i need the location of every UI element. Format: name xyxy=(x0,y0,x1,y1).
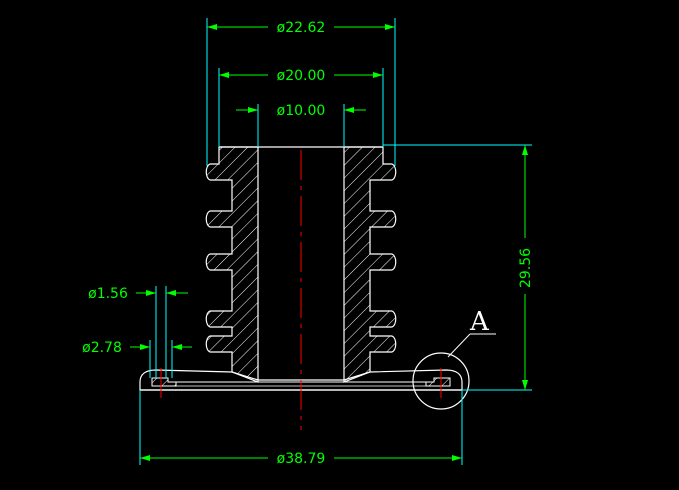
dim-bore-text: ø10.00 xyxy=(277,103,326,119)
dim-counterbore-text: ø2.78 xyxy=(82,340,122,356)
section-left-half xyxy=(205,146,259,383)
right-pocket xyxy=(425,377,451,387)
dim-height: 29.56 xyxy=(383,144,535,391)
section-right-half xyxy=(343,146,397,383)
detail-a-leader xyxy=(447,333,471,358)
dim-outer-top-text: ø22.62 xyxy=(277,20,326,36)
dim-bore: ø10.00 xyxy=(236,103,366,147)
right-wall-hatch xyxy=(343,146,397,383)
dim-inner-top: ø20.00 xyxy=(218,65,384,147)
detail-a-circle xyxy=(412,352,470,410)
flange-outline xyxy=(139,369,463,391)
dim-base: ø38.79 xyxy=(139,390,463,467)
dim-small-hole-text: ø1.56 xyxy=(88,286,128,302)
dim-counterbore: ø2.78 xyxy=(82,340,192,378)
detail-a-label: A xyxy=(469,307,490,337)
left-pocket xyxy=(151,377,177,387)
dim-base-text: ø38.79 xyxy=(277,451,326,467)
left-wall-hatch xyxy=(205,146,259,383)
dim-height-text: 29.56 xyxy=(518,248,534,288)
dim-small-hole: ø1.56 xyxy=(88,286,188,378)
dim-inner-top-text: ø20.00 xyxy=(277,68,326,84)
dim-outer-top: ø22.62 xyxy=(206,17,396,166)
